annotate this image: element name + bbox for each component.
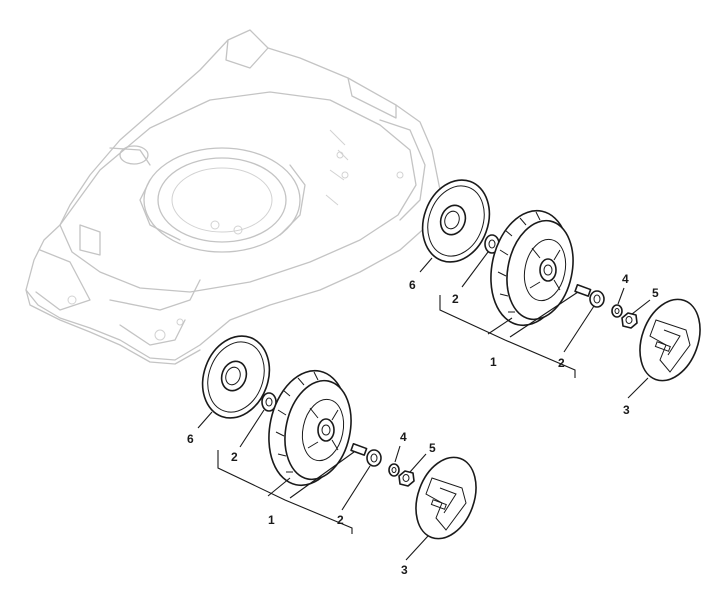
front-axle-bushing bbox=[350, 442, 382, 467]
front-nut bbox=[398, 470, 415, 487]
callout-front-cover: 3 bbox=[401, 563, 408, 577]
callout-rear-bearing-outer: 2 bbox=[558, 356, 565, 370]
mower-deck bbox=[25, 29, 441, 365]
front-wheel-assembly bbox=[201, 335, 477, 540]
callout-rear-cover: 3 bbox=[623, 403, 630, 417]
leader-lines bbox=[197, 251, 651, 561]
callout-front-bearing-outer: 2 bbox=[337, 513, 344, 527]
callout-rear-wheel: 1 bbox=[490, 355, 497, 369]
rear-axle-bushing bbox=[574, 283, 605, 308]
front-cover bbox=[415, 456, 477, 540]
front-hubcap bbox=[201, 335, 271, 419]
front-wheel bbox=[268, 369, 352, 487]
callout-front-hubcap: 6 bbox=[187, 432, 194, 446]
callout-rear-washer: 4 bbox=[622, 272, 629, 286]
callout-rear-hubcap: 6 bbox=[409, 278, 416, 292]
callout-front-washer: 4 bbox=[400, 430, 407, 444]
callout-front-nut: 5 bbox=[429, 441, 436, 455]
rear-wheel-assembly bbox=[421, 179, 701, 382]
callout-labels: 6 2 1 2 4 5 3 6 2 1 2 4 5 3 bbox=[187, 272, 659, 577]
rear-cover bbox=[639, 298, 701, 382]
callout-rear-nut: 5 bbox=[652, 286, 659, 300]
rear-wheel bbox=[490, 209, 574, 327]
rear-washer bbox=[611, 304, 623, 318]
callout-front-bearing-inner: 2 bbox=[231, 450, 238, 464]
callout-front-wheel: 1 bbox=[268, 513, 275, 527]
front-washer bbox=[388, 463, 400, 477]
callout-rear-bearing-inner: 2 bbox=[452, 292, 459, 306]
rear-nut bbox=[621, 312, 638, 329]
rear-hubcap bbox=[421, 179, 491, 263]
